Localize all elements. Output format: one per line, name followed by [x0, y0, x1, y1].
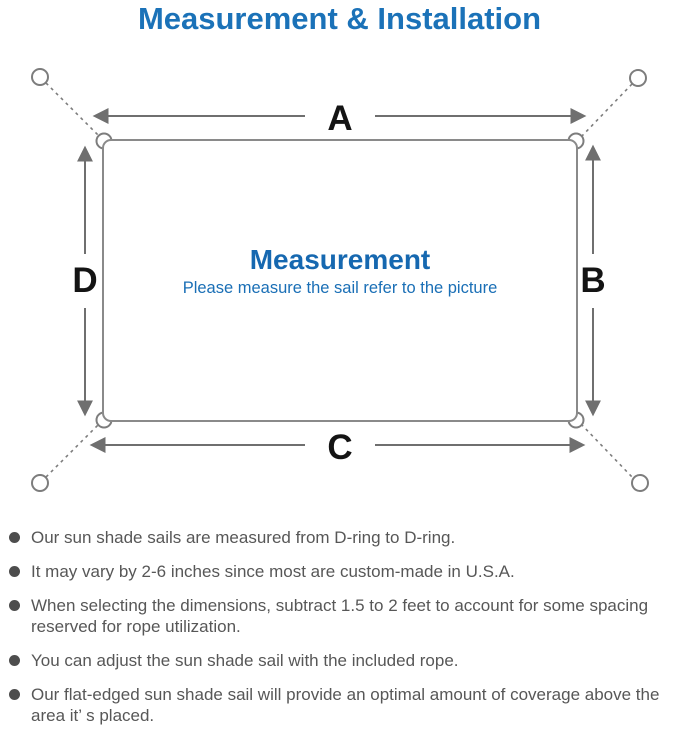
- note-text: You can adjust the sun shade sail with t…: [31, 651, 459, 670]
- bullet-icon: [9, 566, 20, 577]
- tether-line-top-left: [45, 82, 100, 137]
- tether-line-bottom-right: [580, 423, 634, 479]
- tether-line-top-right: [580, 83, 633, 138]
- anchor-ring-bottom-left: [31, 474, 49, 492]
- note-item: Our sun shade sails are measured from D-…: [9, 527, 671, 548]
- page-title: Measurement & Installation: [137, 1, 542, 36]
- dimension-label-d: D: [72, 261, 97, 300]
- anchor-ring-top-right: [629, 69, 647, 87]
- bullet-icon: [9, 655, 20, 666]
- anchor-ring-bottom-right: [631, 474, 649, 492]
- dimension-label-a: A: [327, 99, 352, 138]
- bullet-icon: [9, 532, 20, 543]
- sail-outline: [102, 139, 578, 422]
- bullet-icon: [9, 689, 20, 700]
- note-item: You can adjust the sun shade sail with t…: [9, 650, 671, 671]
- note-item: It may vary by 2-6 inches since most are…: [9, 561, 671, 582]
- tether-line-bottom-left: [45, 423, 100, 478]
- note-text: It may vary by 2-6 inches since most are…: [31, 562, 515, 581]
- note-text: Our flat-edged sun shade sail will provi…: [31, 685, 660, 725]
- notes-list: Our sun shade sails are measured from D-…: [9, 527, 671, 739]
- dimension-label-c: C: [327, 428, 352, 467]
- bullet-icon: [9, 600, 20, 611]
- anchor-ring-top-left: [31, 68, 49, 86]
- dimension-label-b: B: [580, 261, 605, 300]
- note-item: When selecting the dimensions, subtract …: [9, 595, 671, 637]
- note-text: Our sun shade sails are measured from D-…: [31, 528, 456, 547]
- note-item: Our flat-edged sun shade sail will provi…: [9, 684, 671, 726]
- diagram-center-title: Measurement: [250, 244, 431, 275]
- note-text: When selecting the dimensions, subtract …: [31, 596, 649, 636]
- diagram-center-subtitle: Please measure the sail refer to the pic…: [183, 279, 498, 297]
